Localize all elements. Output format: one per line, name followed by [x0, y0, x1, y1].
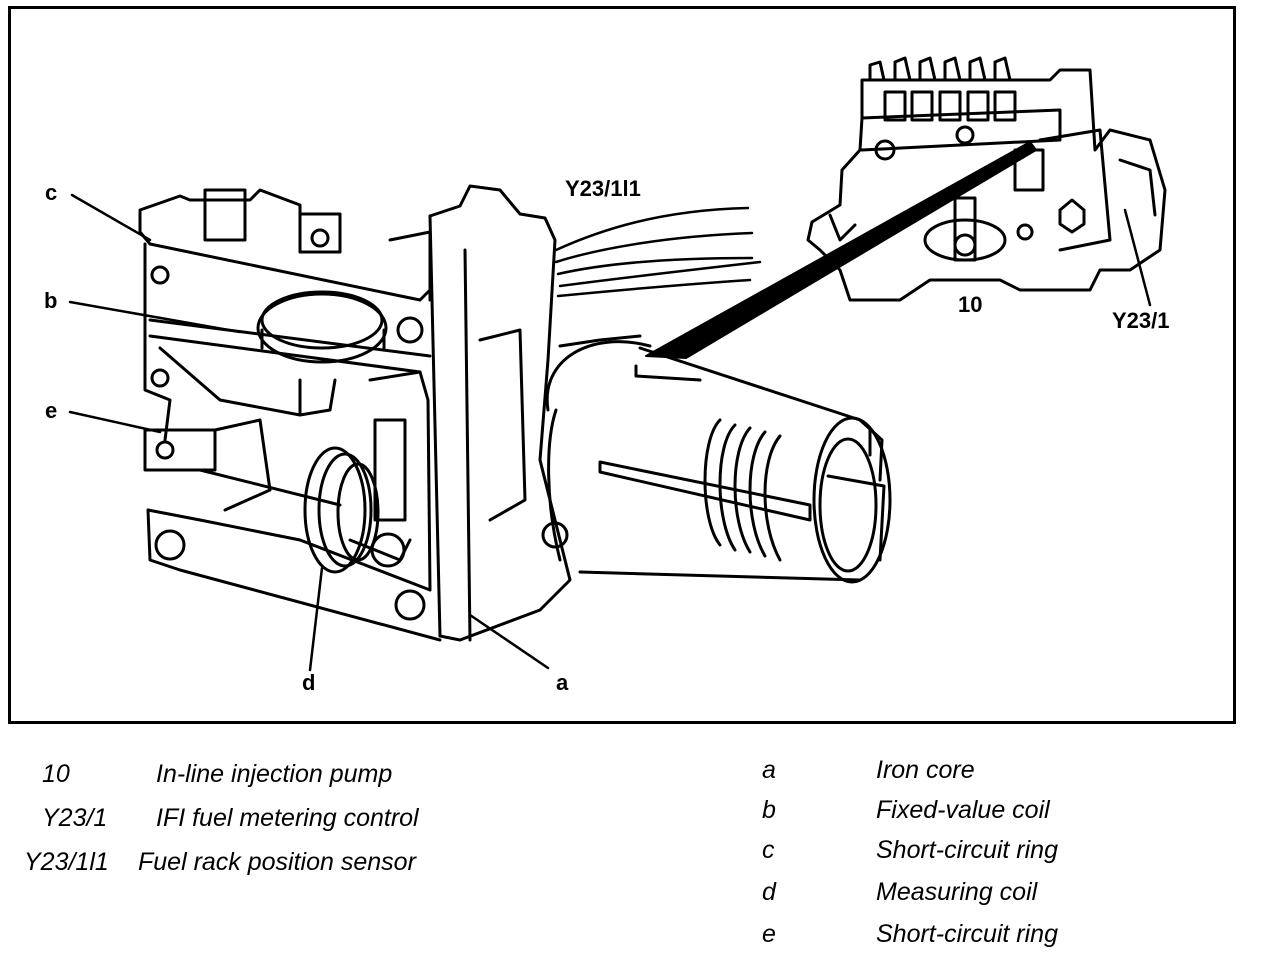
- callout-b: b: [44, 288, 58, 313]
- legend-text: Short-circuit ring: [876, 920, 1058, 948]
- sensor-body-drawing: [138, 184, 572, 642]
- callout-d: d: [302, 670, 316, 695]
- legend-text: Short-circuit ring: [876, 836, 1058, 864]
- callout-a: a: [556, 670, 569, 695]
- legend-key: b: [762, 796, 776, 824]
- legend-text: Fixed-value coil: [876, 796, 1050, 824]
- legend-key: e: [762, 920, 776, 948]
- legend-key: c: [762, 836, 775, 864]
- legend-text: Fuel rack position sensor: [138, 848, 416, 876]
- legend-text: Measuring coil: [876, 878, 1038, 906]
- legend-key: 10: [42, 760, 70, 788]
- callout-pump: 10: [958, 292, 983, 317]
- legend-text: In-line injection pump: [156, 760, 393, 788]
- iron-core-tube: [545, 334, 892, 584]
- legend-key: a: [762, 756, 776, 784]
- cable-bundle: [554, 206, 762, 298]
- callout-c: c: [45, 180, 58, 205]
- leader-lines: [68, 193, 1152, 672]
- legend-text: Iron core: [876, 756, 975, 784]
- legend-key: d: [762, 878, 776, 906]
- legend-text: IFI fuel metering control: [156, 804, 419, 832]
- callout-control: Y23/1: [1112, 308, 1170, 333]
- callout-sensor: Y23/1l1: [565, 176, 641, 201]
- injection-pump-drawing: [806, 56, 1167, 302]
- pointer-wedge: [645, 141, 1037, 359]
- legend-key: Y23/1: [42, 804, 108, 832]
- legend-key: Y23/1l1: [24, 848, 109, 876]
- diagram-frame: [8, 6, 1236, 724]
- callout-e: e: [45, 398, 58, 423]
